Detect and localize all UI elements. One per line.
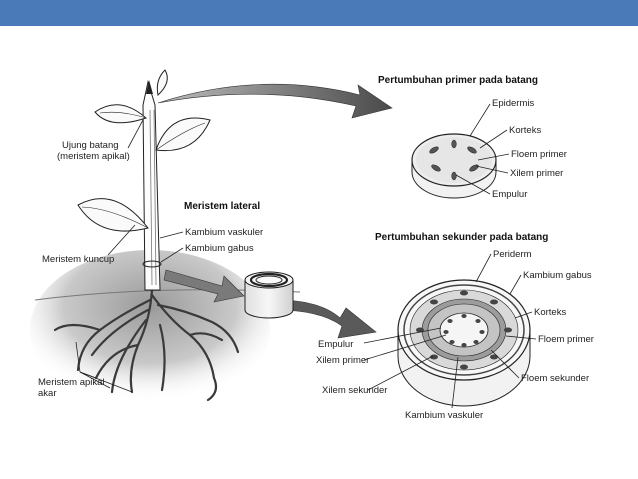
label-cortex-secondary: Korteks <box>534 307 566 318</box>
plant-illustration <box>30 69 301 410</box>
primary-phloem-dots <box>416 290 512 370</box>
label-pith-primary: Empulur <box>492 189 527 200</box>
label-pith-secondary: Empulur <box>318 339 353 350</box>
label-shoot-tip-1: Ujung batang <box>62 140 119 151</box>
label-vascular-cambium-plant: Kambium vaskuler <box>185 227 263 238</box>
label-vascular-cambium-section: Kambium vaskuler <box>405 410 483 421</box>
primary-stem-section <box>411 133 497 199</box>
label-shoot-tip-2: (meristem apikal) <box>57 151 130 162</box>
label-root-tip-1: Meristem apikal <box>38 377 105 388</box>
primary-xylem-dots <box>443 314 485 347</box>
roots <box>53 288 240 402</box>
secondary-pith <box>439 312 489 348</box>
label-primary-xylem-top: Xilem primer <box>510 168 563 179</box>
arrow-to-primary <box>157 83 393 119</box>
label-bud-meristem: Meristem kuncup <box>42 254 114 265</box>
title-secondary-growth: Pertumbuhan sekunder pada batang <box>375 232 548 243</box>
label-primary-xylem-bottom: Xilem primer <box>316 355 369 366</box>
label-secondary-xylem: Xilem sekunder <box>322 385 387 396</box>
label-cork-cambium: Kambium gabus <box>523 270 592 281</box>
label-epidermis: Epidermis <box>492 98 534 109</box>
header-bar <box>0 0 638 26</box>
label-secondary-phloem: Floem sekunder <box>521 373 589 384</box>
title-primary-growth: Pertumbuhan primer pada batang <box>378 75 538 86</box>
label-cortex-primary: Korteks <box>509 125 541 136</box>
label-root-tip-2: akar <box>38 388 56 399</box>
leaves <box>77 69 211 232</box>
title-lateral-meristem: Meristem lateral <box>184 201 260 212</box>
lateral-meristem-cylinder <box>244 271 294 319</box>
arrow-to-secondary <box>275 299 377 339</box>
label-periderm: Periderm <box>493 249 532 260</box>
leader-lines <box>75 103 537 409</box>
label-primary-phloem-top: Floem primer <box>511 149 567 160</box>
secondary-stem-section <box>397 279 531 407</box>
stem-tip <box>146 80 153 94</box>
arrow-to-cylinder <box>163 269 245 303</box>
label-cork-cambium-plant: Kambium gabus <box>185 243 254 254</box>
label-primary-phloem-bottom: Floem primer <box>538 334 594 345</box>
